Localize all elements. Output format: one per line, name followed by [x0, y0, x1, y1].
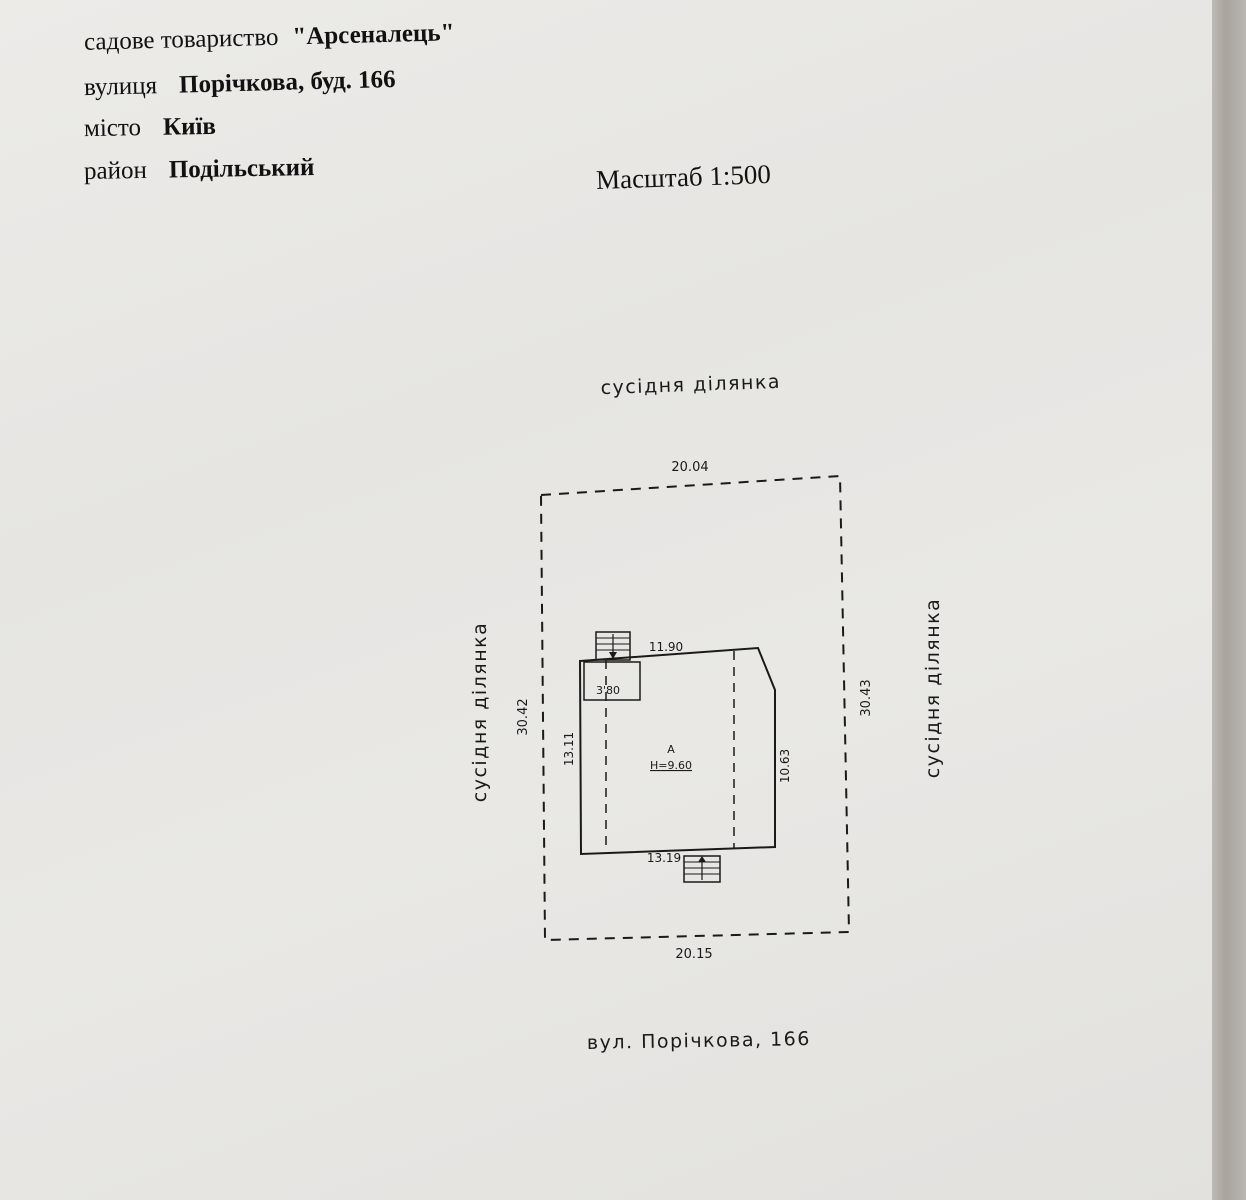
annex-label: 3'80 — [596, 684, 620, 697]
building-dim-right: 10.63 — [778, 749, 792, 783]
plot-dim-top: 20.04 — [671, 460, 708, 475]
building-dim-top: 11.90 — [649, 640, 683, 654]
building-dim-bottom: 13.19 — [647, 851, 681, 865]
top-porch-steps — [595, 631, 631, 661]
sheet-edge — [1212, 0, 1246, 1200]
plot-dim-left: 30.42 — [516, 698, 531, 735]
street-label-plan: вул. Порічкова, 166 — [587, 1028, 811, 1054]
building-outline — [578, 646, 776, 856]
north-neighbor-label: сусідня ділянка — [600, 371, 781, 399]
building-height: Н=9.60 — [650, 759, 692, 772]
site-plan: 3'80 А Н=9.60 11.90 13.19 13.11 10.63 20… — [469, 371, 944, 1054]
west-neighbor-label: сусідня ділянка — [469, 622, 491, 802]
plot-dim-bottom: 20.15 — [675, 947, 712, 962]
east-neighbor-label: сусідня ділянка — [922, 598, 944, 778]
document-sheet — [0, 0, 1212, 1200]
plot-boundary — [539, 474, 851, 942]
building-dim-left: 13.11 — [562, 732, 576, 766]
annex-box — [583, 661, 641, 701]
bottom-porch-steps — [683, 855, 721, 883]
plot-dim-right: 30.43 — [859, 679, 874, 716]
building-letter: А — [667, 743, 675, 756]
